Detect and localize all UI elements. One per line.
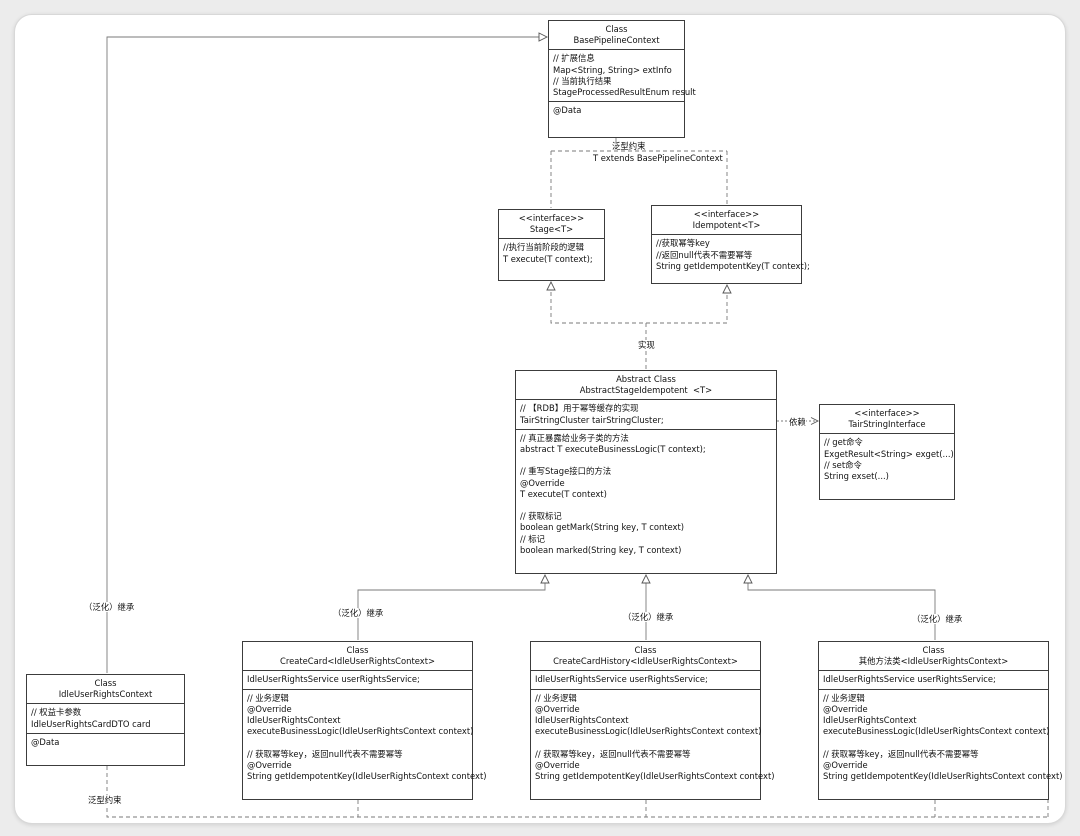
interface-header: <<interface>> Idempotent<T>: [692, 209, 761, 231]
generic-constraint-edge-top: [550, 138, 728, 208]
class-fields: IdleUserRightsService userRightsService;: [531, 670, 760, 688]
class-methods: // 业务逻辑 @Override IdleUserRightsContext …: [531, 688, 775, 786]
interface-body: //获取幂等key //返回null代表不需要幂等 String getIdem…: [652, 234, 810, 275]
class-methods: // 真正暴露给业务子类的方法 abstract T executeBusine…: [516, 428, 776, 559]
label-inherit-create-card: （泛化）继承: [333, 608, 384, 618]
implements-edge-stage: [546, 280, 647, 369]
interface-header: <<interface>> TairStringInterface: [848, 408, 926, 430]
class-header: Class CreateCard<IdleUserRightsContext>: [279, 645, 436, 667]
interface-body: //执行当前阶段的逻辑 T execute(T context);: [499, 238, 604, 267]
label-inherit-left: （泛化）继承: [84, 602, 135, 612]
generic-constraint-edge-bottom: [106, 766, 1049, 818]
class-header: Abstract Class AbstractStageIdempotent <…: [579, 374, 713, 396]
interface-idempotent: <<interface>> Idempotent<T> //获取幂等key //…: [651, 205, 810, 284]
inherit-edge-other: [743, 573, 936, 640]
class-fields: IdleUserRightsService userRightsService;: [243, 670, 472, 688]
class-header: Class IdleUserRightsContext: [58, 678, 153, 700]
inherit-edge-idle-ctx: [106, 32, 549, 673]
class-header: Class CreateCardHistory<IdleUserRightsCo…: [553, 645, 738, 667]
interface-tair-string: <<interface>> TairStringInterface // get…: [819, 404, 955, 500]
class-header: Class 其他方法类<IdleUserRightsContext>: [858, 645, 1009, 667]
label-t-extends: T extends BasePipelineContext: [593, 153, 723, 163]
interface-stage: <<interface>> Stage<T> //执行当前阶段的逻辑 T exe…: [498, 209, 605, 281]
class-create-card-history: Class CreateCardHistory<IdleUserRightsCo…: [530, 641, 775, 800]
label-inherit-create-card-history: （泛化）继承: [623, 612, 674, 622]
class-annotations: @Data: [549, 101, 684, 119]
implements-edge-idempotent: [646, 283, 732, 324]
class-other-methods: Class 其他方法类<IdleUserRightsContext> IdleU…: [818, 641, 1063, 800]
label-depends: 依赖: [789, 417, 806, 427]
class-fields: // 【RDB】用于幂等缓存的实现 TairStringCluster tair…: [516, 399, 776, 428]
label-generic-constraint-top: 泛型约束: [612, 141, 646, 151]
class-create-card: Class CreateCard<IdleUserRightsContext> …: [242, 641, 487, 800]
class-methods: // 业务逻辑 @Override IdleUserRightsContext …: [243, 688, 487, 786]
label-implements: 实现: [638, 340, 655, 350]
class-methods: // 业务逻辑 @Override IdleUserRightsContext …: [819, 688, 1063, 786]
class-idle-user-rights-context: Class IdleUserRightsContext // 权益卡参数 Idl…: [26, 674, 185, 766]
class-fields: // 扩展信息 Map<String, String> extInfo // 当…: [549, 49, 696, 101]
class-fields: IdleUserRightsService userRightsService;: [819, 670, 1048, 688]
class-header: Class BasePipelineContext: [573, 24, 660, 46]
inherit-edge-create-card: [357, 573, 550, 640]
interface-header: <<interface>> Stage<T>: [518, 213, 585, 235]
class-base-pipeline-context: Class BasePipelineContext // 扩展信息 Map<St…: [548, 20, 696, 138]
class-annotations: @Data: [27, 732, 184, 751]
class-fields: // 权益卡参数 IdleUserRightsCardDTO card: [27, 703, 184, 732]
label-generic-constraint-bottom: 泛型约束: [88, 795, 122, 805]
interface-body: // get命令 ExgetResult<String> exget(...) …: [820, 433, 954, 485]
label-inherit-other: （泛化）继承: [912, 614, 963, 624]
class-abstract-stage-idempotent: Abstract Class AbstractStageIdempotent <…: [515, 370, 777, 574]
